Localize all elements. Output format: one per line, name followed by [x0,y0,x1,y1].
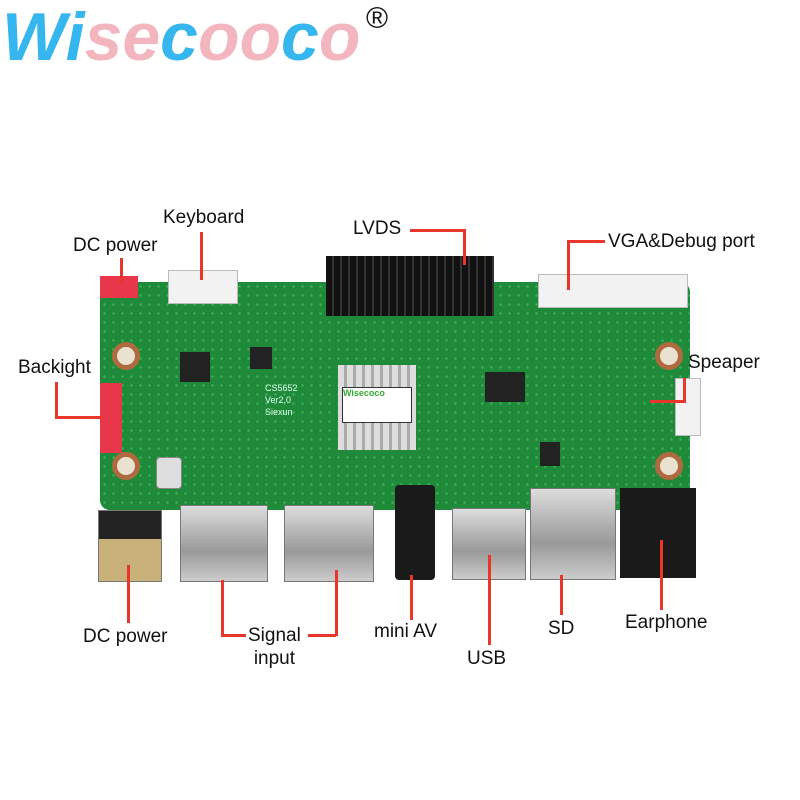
label-dc-power-bottom: DC power [83,626,168,647]
leader-line [560,575,563,615]
leader-line [308,634,336,637]
earphone-jack [620,488,696,578]
leader-line [410,575,413,620]
leader-line [221,580,224,636]
leader-line [120,258,123,283]
leader-line [335,570,338,636]
sd-slot [530,488,616,580]
label-vga-debug: VGA&Debug port [608,231,755,252]
capacitor [156,457,182,489]
dc-power-connector [100,276,138,298]
mount-hole [112,452,140,480]
leader-line [650,400,686,403]
backlight-connector [100,383,122,453]
leader-line [463,229,466,265]
leader-line [410,229,465,232]
mount-hole [655,342,683,370]
inductor [250,347,272,369]
registered-mark: ® [366,2,389,35]
chip [180,352,210,382]
leader-line [660,540,663,610]
vga-debug-connector [538,274,688,308]
leader-line [683,378,686,402]
heatsink-label: Wisecoco [342,387,412,423]
brand-logo: Wisecooco [2,0,361,75]
leader-line [567,240,570,290]
label-earphone: Earphone [625,612,708,633]
leader-line [127,565,130,623]
mount-hole [655,452,683,480]
label-lvds: LVDS [353,218,402,239]
heatsink: Wisecoco [338,365,416,450]
dc-power-jack [98,510,162,582]
keyboard-connector [168,270,238,304]
mini-av-jack [395,485,435,580]
leader-line [567,240,605,243]
label-keyboard: Keyboard [163,207,245,228]
leader-line [55,416,103,419]
mount-hole [112,342,140,370]
hdmi-port-2 [284,505,374,582]
leader-line [488,555,491,645]
label-usb: USB [467,648,507,669]
label-mini-av: mini AV [374,621,438,642]
label-speaker: Speaper [688,352,760,373]
chip [540,442,560,466]
label-backlight: Backight [18,357,91,378]
chip [485,372,525,402]
hdmi-port-1 [180,505,268,582]
leader-line [200,232,203,280]
leader-line [221,634,246,637]
leader-line [55,382,58,418]
label-sd: SD [548,618,575,639]
lvds-connector [326,256,494,316]
speaker-connector [675,378,701,436]
label-dc-power-top: DC power [73,235,158,256]
